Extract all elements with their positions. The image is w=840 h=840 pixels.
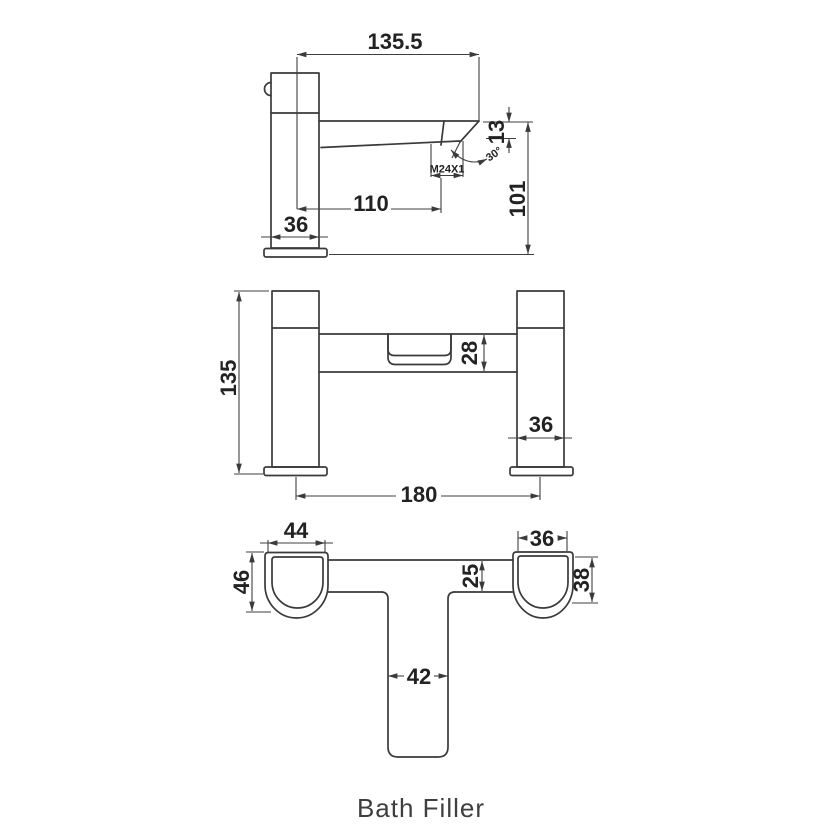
dim-label-spout-offset: 110	[353, 191, 389, 216]
caption-text: Bath Filler	[357, 793, 485, 823]
side-spout-tip-bevel	[459, 120, 480, 143]
dim-right-handle-depth: 38	[569, 556, 598, 604]
plan-right-flange	[512, 551, 574, 619]
dim-label-tip-height: 13	[484, 120, 509, 144]
dim-pillar-width: 36	[508, 412, 572, 441]
front-spout-inner	[387, 333, 452, 357]
dim-left-handle-width: 44	[260, 518, 333, 552]
dim-label-left-handle-width: 44	[284, 518, 309, 543]
front-right-base	[509, 466, 574, 477]
dim-label-right-handle-width: 36	[530, 526, 554, 551]
dim-label-right-handle-depth: 38	[569, 568, 594, 592]
dim-total-height: 135	[216, 290, 269, 475]
dim-label-bar-depth: 25	[458, 564, 483, 588]
side-bevel-extension	[451, 141, 461, 159]
dim-body-depth: 28	[457, 334, 487, 372]
dim-label-pillar-width: 36	[529, 412, 553, 437]
side-spout-bottom-edge	[320, 140, 461, 149]
plan-left-flange	[264, 551, 329, 619]
dim-label-tap-centres: 180	[401, 482, 438, 507]
dim-tap-centres: 180	[295, 477, 541, 507]
plan-view: 44 36 46 25 38	[229, 518, 598, 758]
dim-label-left-handle-depth: 46	[229, 570, 254, 594]
dim-label-spout-reach: 135.5	[367, 29, 422, 54]
dim-label-spout-width: 42	[407, 664, 431, 689]
dim-spout-offset: 110	[296, 178, 442, 216]
outlet-thread-text: M24X1	[430, 164, 465, 176]
dim-label-body-depth: 28	[457, 341, 482, 365]
plan-left-handle	[271, 556, 324, 609]
side-handle-knob	[263, 81, 272, 97]
dim-label-side-body-width: 36	[284, 212, 308, 237]
label-spout-angle: 30°	[450, 145, 505, 166]
front-view: 135 28 36 180	[216, 290, 574, 507]
side-base-plate	[263, 247, 328, 258]
plan-right-handle	[517, 555, 569, 609]
dim-right-handle-width: 36	[517, 526, 568, 551]
plan-spout-stem	[381, 591, 455, 758]
dim-spout-width: 42	[387, 664, 449, 689]
front-left-pillar	[271, 290, 320, 468]
dim-spout-reach: 135.5	[296, 29, 480, 209]
dim-spout-height: 101	[329, 122, 534, 256]
dim-label-spout-height: 101	[505, 181, 530, 218]
dim-label-total-height: 135	[216, 360, 241, 397]
spout-angle-text: 30°	[484, 145, 505, 164]
front-left-base	[263, 466, 328, 477]
dim-side-body-width: 36	[261, 212, 328, 240]
front-right-pillar	[516, 290, 565, 468]
front-spout-outer	[387, 333, 452, 366]
dim-left-handle-depth: 46	[229, 551, 271, 613]
dim-tip-height: 13	[483, 107, 533, 153]
side-spout-inner-edge	[440, 120, 445, 146]
side-view: 135.5 13 101 110 36	[261, 29, 534, 258]
label-outlet-thread: M24X1	[430, 141, 465, 179]
dim-bar-depth: 25	[458, 560, 485, 592]
